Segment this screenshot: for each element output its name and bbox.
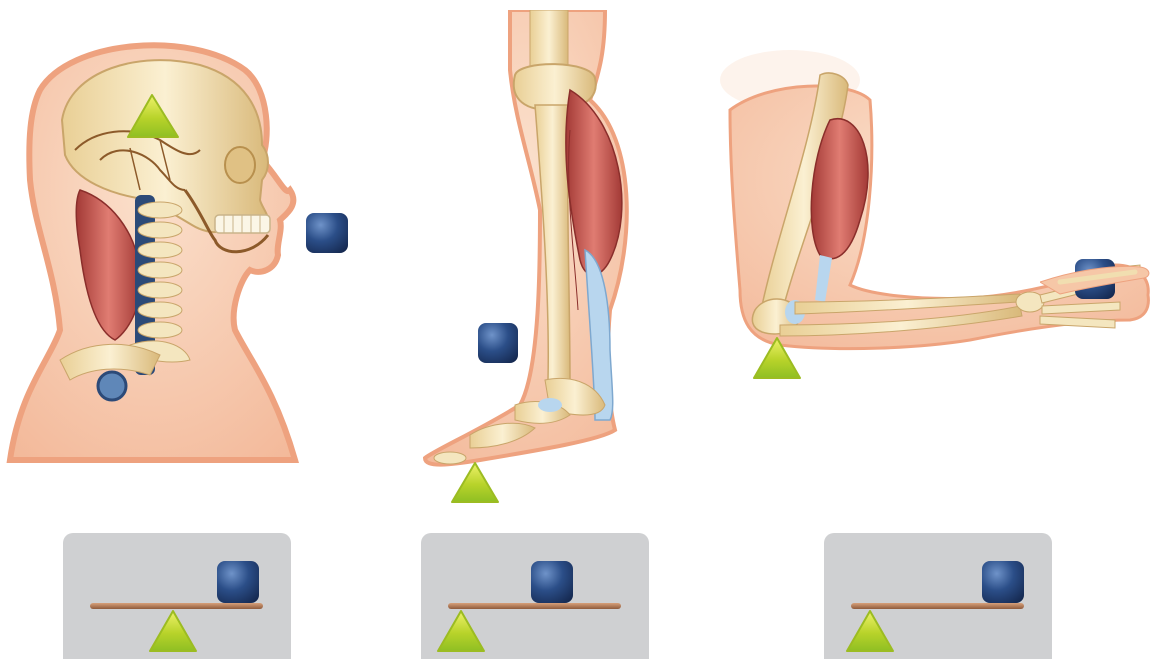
load-square-head [305, 212, 349, 254]
arm-illustration [720, 40, 1153, 390]
leg-illustration [420, 10, 640, 510]
lever-load-square [217, 561, 259, 603]
finger-overlay [1040, 262, 1153, 322]
head-neck-illustration [0, 30, 300, 470]
lever-fulcrum-triangle [150, 611, 196, 651]
lever-box-third-class [824, 533, 1052, 659]
lever-fulcrum-triangle [847, 611, 893, 651]
load-square-leg [477, 322, 519, 364]
lever-beam [448, 603, 621, 609]
shoulder-joint [98, 372, 126, 400]
lever-fulcrum-triangle [438, 611, 484, 651]
lever-beam [90, 603, 263, 609]
lever-box-first-class [63, 533, 291, 659]
eye-socket [225, 147, 255, 183]
lever-beam [851, 603, 1024, 609]
fulcrum-triangle-leg [452, 463, 498, 502]
lever-box-second-class [421, 533, 649, 659]
lever-load-square [531, 561, 573, 603]
lever-load-square [982, 561, 1024, 603]
